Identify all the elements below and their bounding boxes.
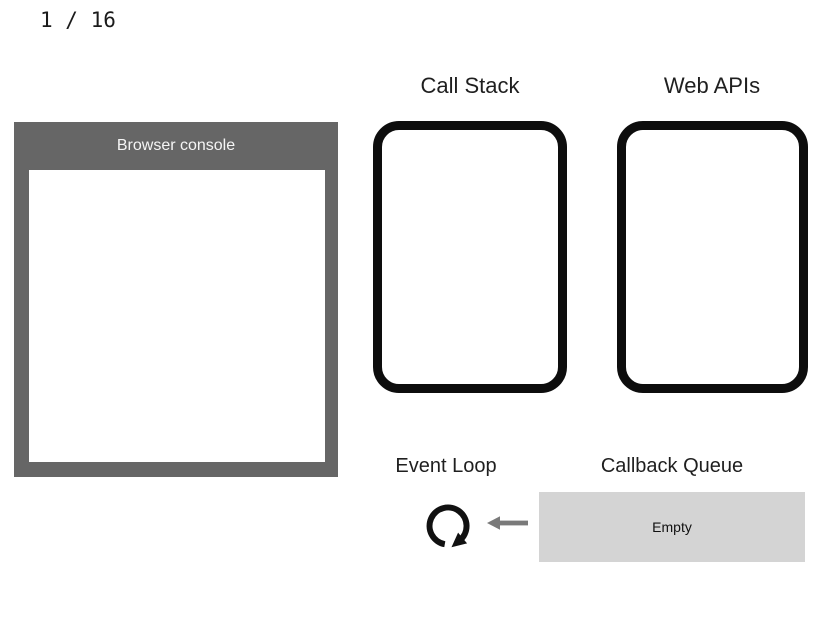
web-apis-title: Web APIs bbox=[663, 73, 761, 98]
call-stack-box bbox=[373, 121, 567, 393]
loop-circular-arrow-icon bbox=[426, 504, 470, 548]
event-loop-label: Event Loop bbox=[395, 455, 497, 477]
callback-queue-label: Callback Queue bbox=[600, 455, 744, 477]
call-stack-title: Call Stack bbox=[420, 73, 520, 98]
web-apis-box bbox=[617, 121, 808, 393]
browser-console-output bbox=[29, 170, 325, 462]
callback-queue-status: Empty bbox=[652, 519, 692, 535]
callback-queue-box: Empty bbox=[539, 492, 805, 562]
browser-console-panel: Browser console bbox=[14, 122, 338, 477]
slide-counter: 1 / 16 bbox=[40, 8, 116, 32]
browser-console-title: Browser console bbox=[116, 137, 236, 154]
left-arrow-icon bbox=[487, 516, 528, 530]
